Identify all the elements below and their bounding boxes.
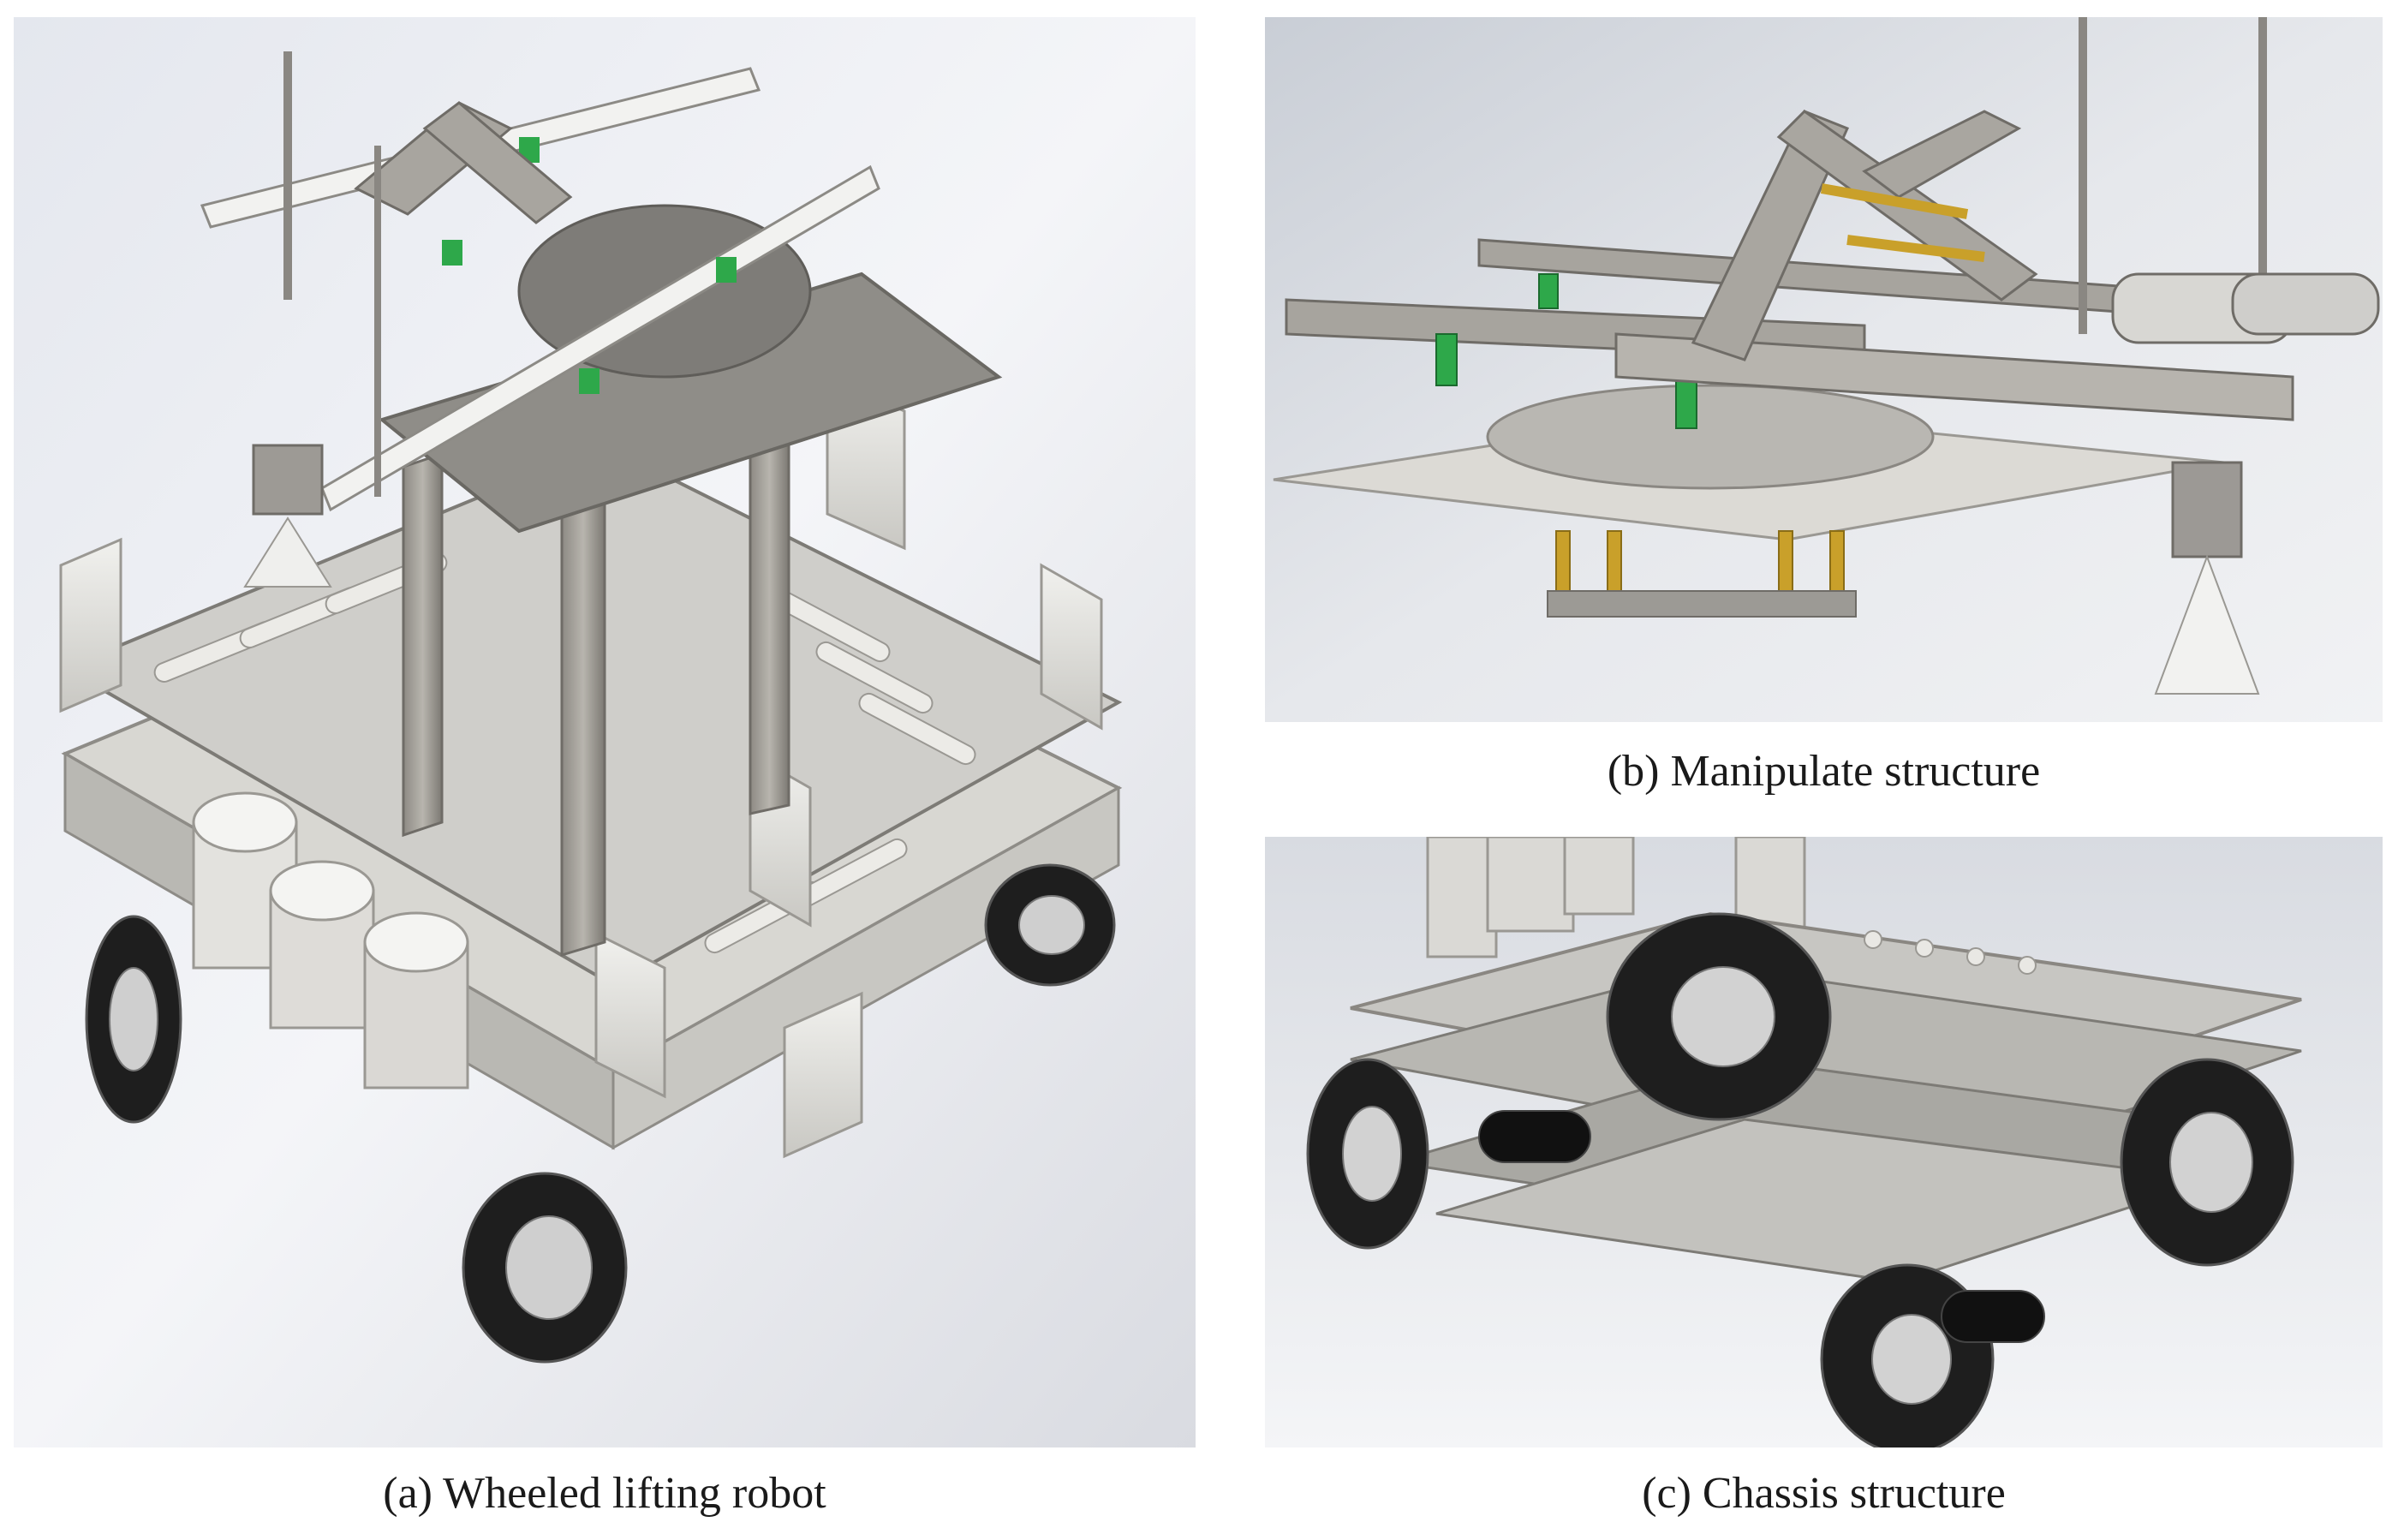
robot-render-image (14, 17, 1196, 1447)
caption-panel-a: (a) Wheeled lifting robot (383, 1469, 826, 1518)
manipulator-render-image (1265, 17, 2383, 722)
caption-panel-b: (b) Manipulate structure (1607, 747, 2041, 796)
robot-render-graphic (14, 17, 1196, 1447)
chassis-render-graphic (1265, 837, 2383, 1447)
caption-panel-c: (c) Chassis structure (1642, 1469, 2006, 1518)
chassis-render-image (1265, 837, 2383, 1447)
manipulator-render-graphic (1265, 17, 2383, 722)
